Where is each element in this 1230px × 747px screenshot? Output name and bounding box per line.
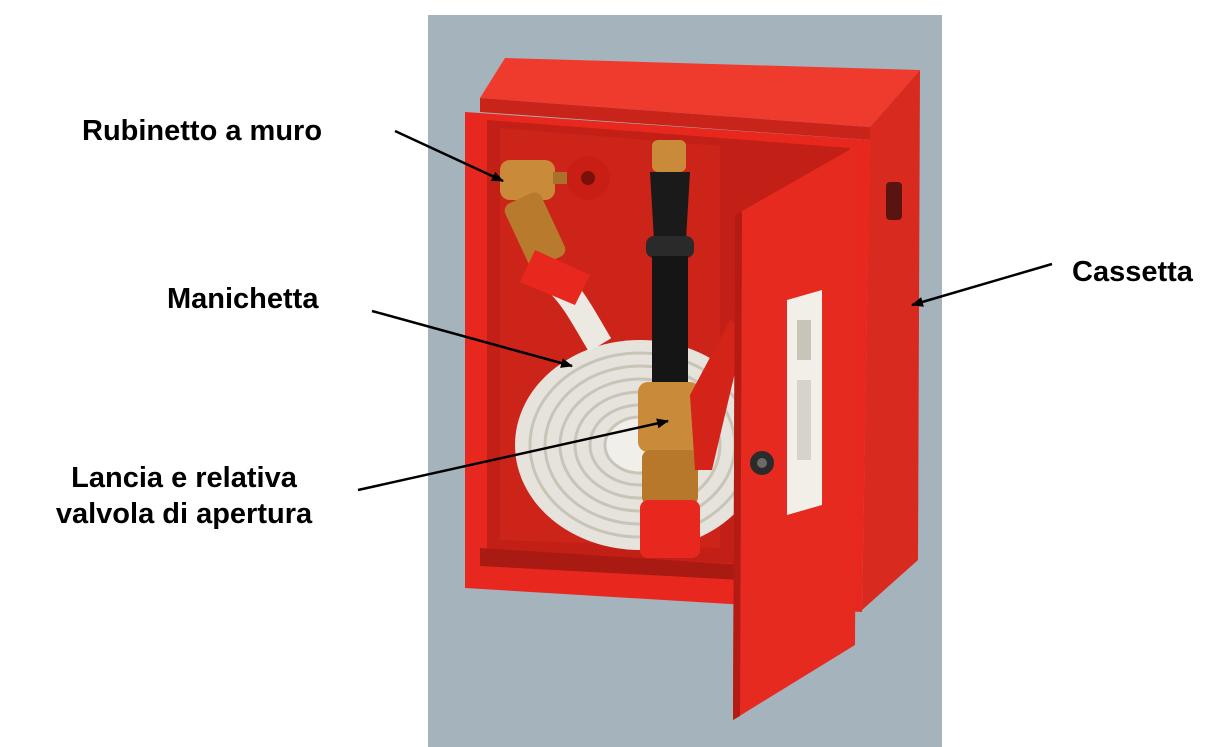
hose-nozzle bbox=[638, 140, 745, 558]
shutoff-lever bbox=[690, 320, 745, 470]
arrow-cabinet bbox=[911, 262, 1053, 307]
label-hose: Manichetta bbox=[167, 283, 319, 315]
label-cabinet: Cassetta bbox=[1072, 256, 1193, 288]
label-nozzle-line2: valvola di apertura bbox=[55, 498, 313, 530]
label-nozzle-line1: Lancia e relativa bbox=[71, 462, 297, 494]
arrow-hose bbox=[371, 309, 573, 368]
wall-valve bbox=[500, 156, 610, 305]
label-nozzle: Lancia e relativa valvola di apertura bbox=[0, 460, 368, 532]
arrow-wall-valve bbox=[394, 129, 504, 183]
label-wall-valve: Rubinetto a muro bbox=[82, 115, 323, 147]
cabinet-door bbox=[733, 145, 858, 720]
arrow-nozzle bbox=[357, 418, 669, 492]
side-handle-icon bbox=[886, 182, 902, 220]
